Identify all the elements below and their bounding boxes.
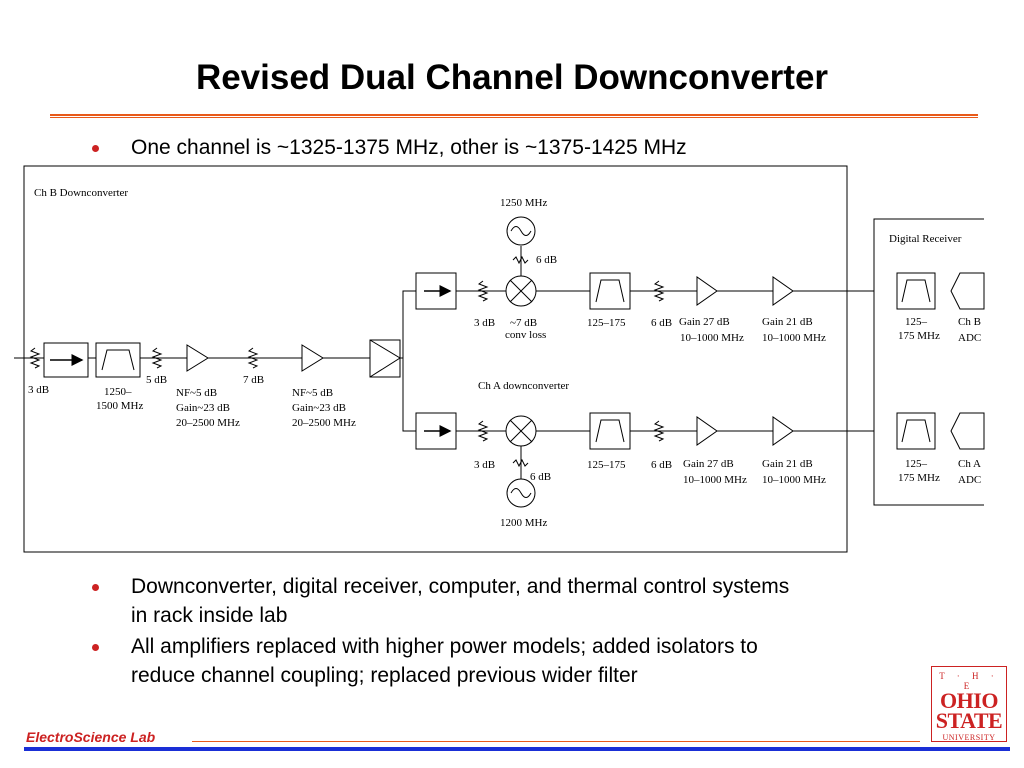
bandpass-filter-icon <box>589 272 631 310</box>
downconverter-block-diagram: Ch B Downconverter Ch A downconverter Di… <box>14 165 985 553</box>
amplifier-icon <box>186 344 209 372</box>
svg-text:175 MHz: 175 MHz <box>898 472 940 484</box>
amplifier-icon <box>696 276 718 306</box>
svg-text:10–1000 MHz: 10–1000 MHz <box>762 332 826 344</box>
attenuator-icon <box>29 347 41 369</box>
bandpass-filter-icon <box>589 412 631 450</box>
svg-text:125–: 125– <box>905 316 928 328</box>
bullet-dot-icon <box>92 584 99 591</box>
svg-text:6 dB: 6 dB <box>651 317 672 329</box>
svg-text:3 dB: 3 dB <box>474 317 495 329</box>
svg-text:175 MHz: 175 MHz <box>898 330 940 342</box>
ohio-state-logo: T · H · E OHIO STATE UNIVERSITY <box>931 666 1007 742</box>
svg-text:Gain 27 dB: Gain 27 dB <box>679 316 730 328</box>
svg-text:3 dB: 3 dB <box>474 459 495 471</box>
svg-text:6 dB: 6 dB <box>536 254 557 266</box>
svg-text:~7 dB: ~7 dB <box>510 317 537 329</box>
bullet-text: in rack inside lab <box>131 604 288 627</box>
svg-text:10–1000 MHz: 10–1000 MHz <box>762 474 826 486</box>
svg-text:125–: 125– <box>905 458 928 470</box>
bullet-text: reduce channel coupling; replaced previo… <box>131 664 638 687</box>
svg-text:10–1000 MHz: 10–1000 MHz <box>680 332 744 344</box>
bullet-text: Downconverter, digital receiver, compute… <box>131 575 790 598</box>
svg-text:Gain 27 dB: Gain 27 dB <box>683 458 734 470</box>
bullet-text: One channel is ~1325-1375 MHz, other is … <box>131 136 687 159</box>
chb-title: Ch B Downconverter <box>34 187 128 199</box>
svg-text:125–175: 125–175 <box>587 317 626 329</box>
svg-text:6 dB: 6 dB <box>651 459 672 471</box>
svg-text:NF~5 dB: NF~5 dB <box>292 387 333 399</box>
cha-title: Ch A downconverter <box>478 380 569 392</box>
svg-text:3 dB: 3 dB <box>28 384 49 396</box>
svg-text:1250 MHz: 1250 MHz <box>500 197 547 209</box>
svg-text:1500 MHz: 1500 MHz <box>96 400 143 412</box>
bandpass-filter-icon <box>896 412 936 450</box>
bullet-text: All amplifiers replaced with higher powe… <box>131 635 758 658</box>
svg-text:Ch A: Ch A <box>958 458 981 470</box>
svg-text:conv loss: conv loss <box>505 329 546 341</box>
footer-lab-name: ElectroScience Lab <box>26 729 156 745</box>
amplifier-icon <box>301 344 324 372</box>
svg-text:20–2500 MHz: 20–2500 MHz <box>176 417 240 429</box>
svg-text:Gain 21 dB: Gain 21 dB <box>762 458 813 470</box>
bullet-dot-icon <box>92 145 99 152</box>
bullet-dot-icon <box>92 644 99 651</box>
svg-text:Gain~23 dB: Gain~23 dB <box>176 402 230 414</box>
svg-text:7 dB: 7 dB <box>243 374 264 386</box>
amplifier-icon <box>772 276 794 306</box>
svg-text:Ch B: Ch B <box>958 316 981 328</box>
footer-divider <box>192 741 920 742</box>
svg-text:20–2500 MHz: 20–2500 MHz <box>292 417 356 429</box>
bandpass-filter-icon <box>95 342 141 378</box>
bandpass-filter-icon <box>896 272 936 310</box>
svg-text:1250–: 1250– <box>104 386 132 398</box>
svg-text:1200 MHz: 1200 MHz <box>500 517 547 529</box>
svg-text:10–1000 MHz: 10–1000 MHz <box>683 474 747 486</box>
slide-title: Revised Dual Channel Downconverter <box>195 58 829 97</box>
digital-receiver-enclosure <box>873 218 984 506</box>
adc-icon <box>950 272 985 310</box>
amplifier-icon <box>696 416 718 446</box>
title-divider <box>50 114 978 118</box>
downconverter-enclosure <box>23 165 848 553</box>
svg-text:6 dB: 6 dB <box>530 471 551 483</box>
svg-text:NF~5 dB: NF~5 dB <box>176 387 217 399</box>
digital-receiver-label: Digital Receiver <box>889 233 962 245</box>
footer-bar <box>24 747 1010 751</box>
svg-text:Gain 21 dB: Gain 21 dB <box>762 316 813 328</box>
splitter-icon <box>369 339 401 378</box>
svg-text:ADC: ADC <box>958 474 981 486</box>
svg-text:ADC: ADC <box>958 332 981 344</box>
svg-text:5 dB: 5 dB <box>146 374 167 386</box>
amplifier-icon <box>772 416 794 446</box>
svg-text:125–175: 125–175 <box>587 459 626 471</box>
adc-icon <box>950 412 985 450</box>
svg-text:Gain~23 dB: Gain~23 dB <box>292 402 346 414</box>
